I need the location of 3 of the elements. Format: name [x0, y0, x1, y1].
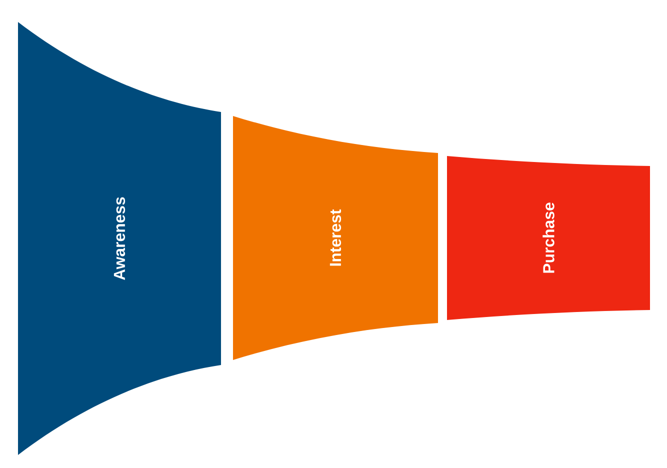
funnel-segment: Interest — [233, 116, 438, 360]
funnel-segment: Awareness — [18, 22, 221, 455]
funnel-segment: Purchase — [447, 156, 650, 320]
